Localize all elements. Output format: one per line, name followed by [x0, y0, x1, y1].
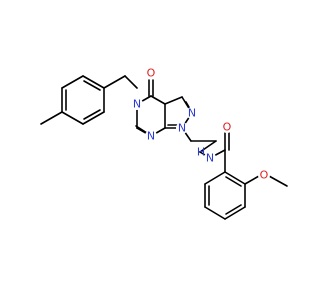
- methylbenzyl-ring: [40, 75, 126, 125]
- bond: [268, 175, 288, 187]
- bond: [83, 109, 101, 120]
- bond: [61, 75, 84, 89]
- bond: [204, 171, 226, 185]
- bond: [40, 111, 63, 125]
- bond: [224, 171, 246, 185]
- bond: [82, 111, 105, 125]
- bond: [103, 75, 126, 89]
- bond: [124, 75, 138, 89]
- atom-labels: O N N N N N H O O: [131, 67, 270, 182]
- bond: [199, 140, 217, 153]
- bond: [204, 206, 226, 220]
- bond: [61, 111, 84, 125]
- molecule-canvas: O N N N N N H O O: [40, 66, 288, 220]
- atom-pyrimidine-n-left: N: [133, 98, 141, 111]
- bond: [244, 175, 260, 185]
- bond: [83, 80, 101, 91]
- atom-pyrazole-n: N: [188, 107, 196, 120]
- methoxybenzene-ring: [204, 171, 246, 220]
- bond: [224, 206, 246, 220]
- atom-amide-h: H: [197, 146, 205, 159]
- atom-amide-n: N: [206, 152, 214, 165]
- bond: [82, 75, 105, 89]
- bond: [225, 176, 242, 187]
- molecule-structure: O N N N N N H O O: [40, 67, 288, 220]
- bond: [164, 96, 183, 105]
- atom-amide-oxygen: O: [223, 121, 232, 134]
- atom-pyrimidine-n-bottom: N: [147, 130, 155, 143]
- bond: [225, 204, 242, 215]
- atom-pyrazole-n1: N: [178, 122, 186, 135]
- atom-methoxy-oxygen: O: [260, 169, 269, 182]
- atom-carbonyl-oxygen: O: [147, 67, 156, 80]
- bond: [135, 125, 148, 134]
- bond: [150, 95, 166, 105]
